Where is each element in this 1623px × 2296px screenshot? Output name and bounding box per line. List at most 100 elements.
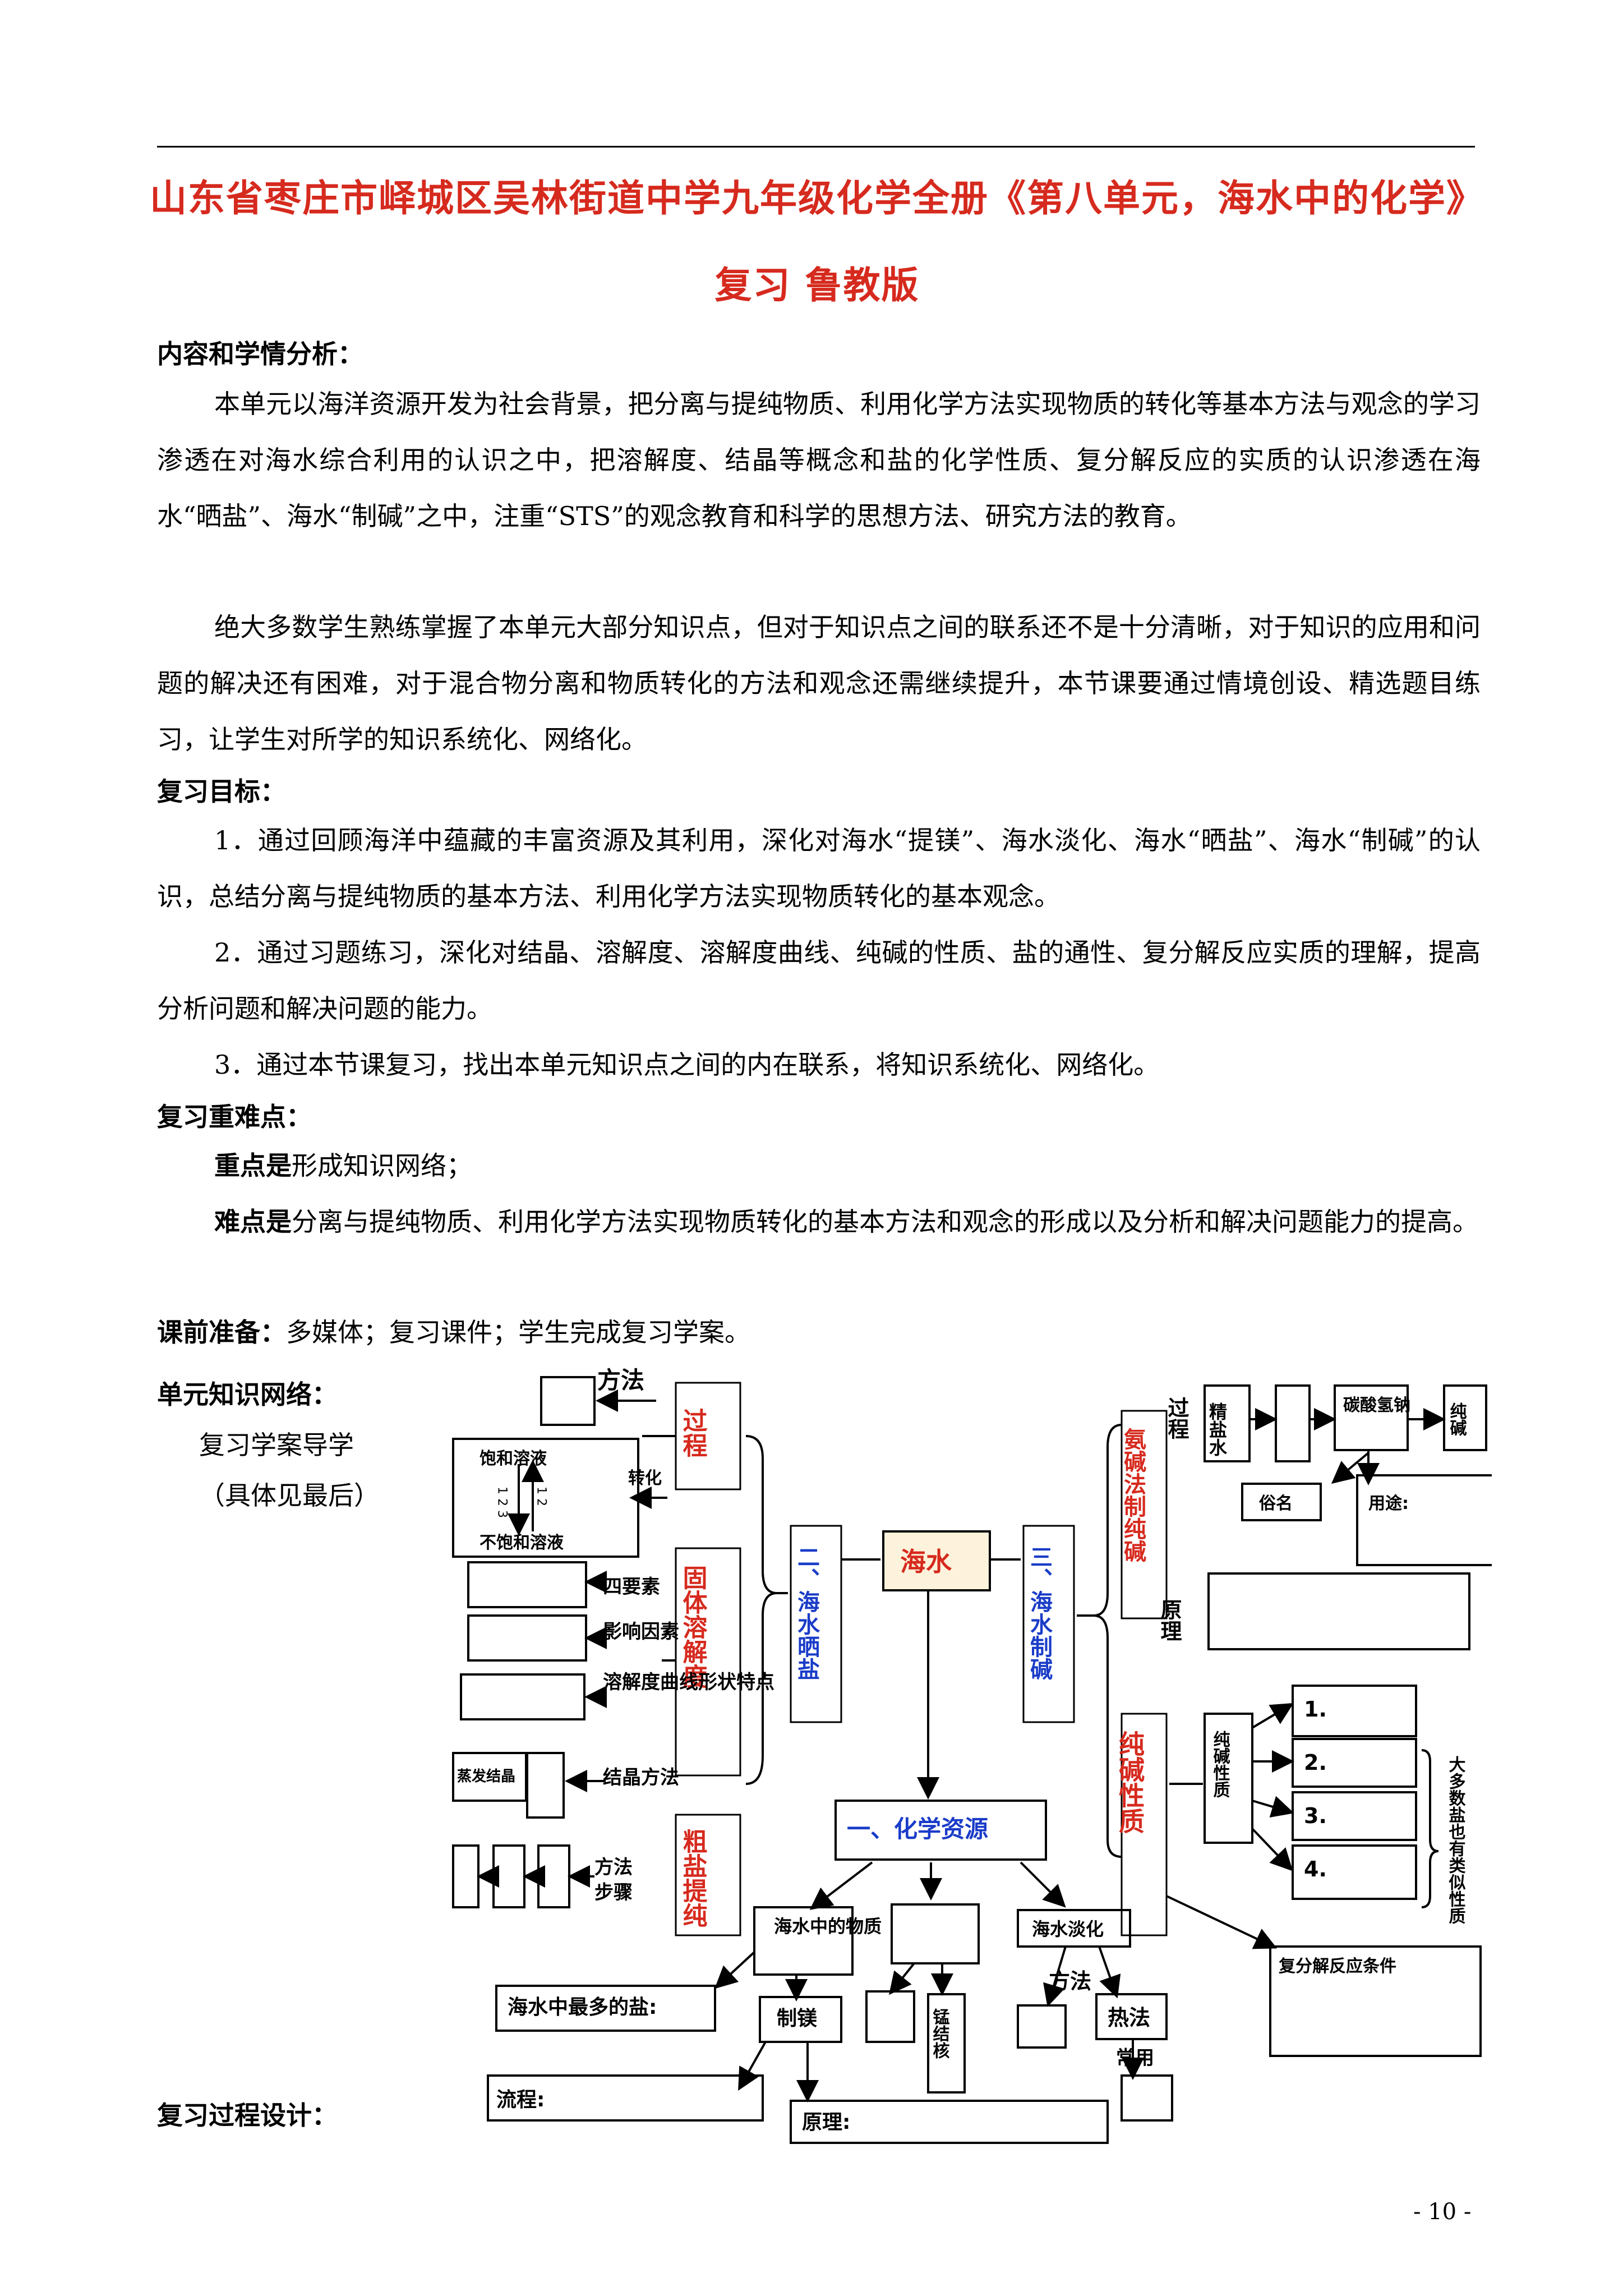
process-heading: 复习过程设计： bbox=[157, 2100, 338, 2131]
method-2-label: 方法 bbox=[594, 1856, 633, 1879]
goal-2: 2．通过习题练习，深化对结晶、溶解度、溶解度曲线、纯碱的性质、盐的通性、复分解反… bbox=[157, 937, 1481, 1024]
process-2-label: 过程 bbox=[1164, 1397, 1189, 1439]
goal-3: 3．通过本节课复习，找出本单元知识点之间的内在联系，将知识系统化、网络化。 bbox=[214, 1050, 1160, 1080]
chapter-1-label: 一、化学资源 bbox=[847, 1815, 988, 1843]
blank-box bbox=[460, 1673, 585, 1720]
center-label: 海水 bbox=[900, 1547, 952, 1577]
goals-heading: 复习目标： bbox=[157, 776, 286, 807]
common-name-label: 俗名 bbox=[1259, 1494, 1293, 1513]
step-box bbox=[492, 1844, 525, 1908]
blank-box bbox=[865, 1990, 915, 2043]
similar-salts-label: 大多数盐也有类似性质 bbox=[1446, 1756, 1467, 1924]
ammonia-soda-box bbox=[1121, 1410, 1168, 1619]
chapter-2-label: 二、海水晒盐 bbox=[794, 1545, 820, 1680]
blank-box bbox=[540, 1376, 596, 1426]
process-label: 过程 bbox=[679, 1408, 708, 1457]
seawater-substance-box bbox=[753, 1906, 854, 1976]
flow-box bbox=[487, 2074, 764, 2122]
solubility-box bbox=[675, 1547, 741, 1777]
unsaturated-label: 不饱和溶液 bbox=[479, 1533, 564, 1553]
network-note-1: 复习学案导学 bbox=[199, 1430, 354, 1460]
common-use-label: 常用 bbox=[1116, 2047, 1154, 2069]
soda-property-small-label: 纯碱性质 bbox=[1210, 1731, 1230, 1798]
property-2-box bbox=[1292, 1738, 1417, 1788]
bicarbonate-label: 碳酸氢钠 bbox=[1343, 1396, 1410, 1415]
principle-2-label: 原理: bbox=[802, 2111, 850, 2134]
refined-brine-box bbox=[1204, 1384, 1251, 1462]
network-heading: 单元知识网络： bbox=[157, 1379, 338, 1410]
soda-property-label: 纯碱性质 bbox=[1115, 1731, 1145, 1834]
prep-label: 课前准备： bbox=[157, 1317, 286, 1347]
ammonia-soda-label: 氨碱法制纯碱 bbox=[1120, 1428, 1146, 1562]
prep-text: 多媒体；复习课件；学生完成复习学案。 bbox=[286, 1317, 750, 1347]
principle-label: 原理 bbox=[1157, 1599, 1182, 1641]
chapter-3-box bbox=[1022, 1525, 1075, 1723]
crude-salt-box bbox=[675, 1814, 741, 1936]
doc-title-line1: 山东省枣庄市峄城区吴林街道中学九年级化学全册《第八单元，海水中的化学》 bbox=[150, 177, 1484, 220]
factors-label: 影响因素 bbox=[603, 1621, 679, 1643]
method-3-label: 方法 bbox=[1049, 1969, 1091, 1994]
key-point: 重点是形成知识网络； bbox=[157, 1138, 1481, 1194]
four-elements-label: 四要素 bbox=[603, 1576, 660, 1598]
property-1-box bbox=[1292, 1685, 1417, 1737]
chapter-2-box bbox=[790, 1525, 842, 1723]
property-4-box bbox=[1292, 1844, 1417, 1900]
crystallize-label: 结晶方法 bbox=[603, 1766, 679, 1789]
doc-title-line2: 复习 鲁教版 bbox=[714, 264, 920, 307]
top-rule bbox=[157, 146, 1475, 148]
heat-method-label: 热法 bbox=[1108, 2005, 1150, 2030]
desalination-box bbox=[1017, 1909, 1131, 1948]
item-4: 4. bbox=[1304, 1857, 1327, 1881]
analysis-paragraph-1: 本单元以海洋资源开发为社会背景，把分离与提纯物质、利用化学方法实现物质的转化等基… bbox=[157, 389, 1481, 531]
chapter-3-label: 三、海水制碱 bbox=[1026, 1545, 1053, 1680]
soda-label: 纯碱 bbox=[1447, 1402, 1467, 1437]
step-label: 步骤 bbox=[594, 1881, 633, 1904]
difficult-point: 难点是分离与提纯物质、利用化学方法实现物质转化的基本方法和观念的形成以及分析和解… bbox=[157, 1194, 1481, 1250]
most-salt-label: 海水中最多的盐: bbox=[508, 1996, 657, 2019]
item-3: 3. bbox=[1304, 1803, 1327, 1828]
method-label: 方法 bbox=[597, 1366, 644, 1394]
prep-line: 课前准备：多媒体；复习课件；学生完成复习学案。 bbox=[157, 1304, 1481, 1360]
manganese-nodule-label: 锰结核 bbox=[930, 2008, 950, 2059]
item-1: 1. bbox=[1304, 1697, 1327, 1722]
common-name-box bbox=[1241, 1483, 1322, 1521]
desalination-label: 海水淡化 bbox=[1032, 1918, 1104, 1940]
step-box bbox=[537, 1844, 570, 1908]
soda-property-small-box bbox=[1204, 1713, 1253, 1844]
double-decomposition-label: 复分解反应条件 bbox=[1279, 1957, 1396, 1976]
center-box bbox=[882, 1530, 991, 1591]
seawater-substance-label: 海水中的物质 bbox=[774, 1916, 882, 1937]
page-number: - 10 - bbox=[1413, 2199, 1472, 2225]
key-text: 形成知识网络； bbox=[292, 1151, 472, 1181]
network-note-2: （具体见最后） bbox=[199, 1480, 380, 1511]
blank-box bbox=[526, 1752, 565, 1819]
heat-method-box bbox=[1095, 1993, 1168, 2040]
crude-salt-label: 粗盐提纯 bbox=[679, 1829, 708, 1927]
blank-box bbox=[467, 1561, 587, 1608]
magnesium-box bbox=[759, 1996, 842, 2043]
most-salt-box bbox=[495, 1985, 716, 2032]
analysis-heading: 内容和学情分析： bbox=[157, 339, 363, 369]
item-2: 2. bbox=[1304, 1750, 1327, 1775]
usage-label: 用途: bbox=[1368, 1494, 1409, 1513]
flow-label: 流程: bbox=[496, 2088, 545, 2111]
principle-box bbox=[1207, 1572, 1470, 1650]
property-3-box bbox=[1292, 1791, 1417, 1841]
double-decomposition-box bbox=[1269, 1945, 1482, 2057]
soda-property-box bbox=[1121, 1713, 1168, 1936]
goal-1: 1．通过回顾海洋中蕴藏的丰富资源及其利用，深化对海水“提镁”、海水淡化、海水“晒… bbox=[157, 825, 1481, 912]
saturated-label: 饱和溶液 bbox=[479, 1449, 547, 1469]
blank-box bbox=[1121, 2074, 1173, 2122]
blank-box bbox=[1275, 1384, 1311, 1462]
magnesium-label: 制镁 bbox=[777, 2007, 817, 2030]
principle-2-box bbox=[790, 2100, 1109, 2144]
arrow-numbers-right: 1 2 bbox=[534, 1487, 548, 1506]
arrow-numbers-left: 1 2 3 bbox=[495, 1487, 509, 1518]
difficult-label: 难点是 bbox=[214, 1207, 292, 1237]
refined-brine-label: 精盐水 bbox=[1206, 1402, 1228, 1456]
blank-box bbox=[1017, 2004, 1067, 2049]
solubility-label: 固体溶解度 bbox=[679, 1565, 708, 1688]
analysis-paragraph-2: 绝大多数学生熟练掌握了本单元大部分知识点，但对于知识点之间的联系还不是十分清晰，… bbox=[157, 612, 1481, 754]
chapter-1-box bbox=[834, 1800, 1047, 1861]
